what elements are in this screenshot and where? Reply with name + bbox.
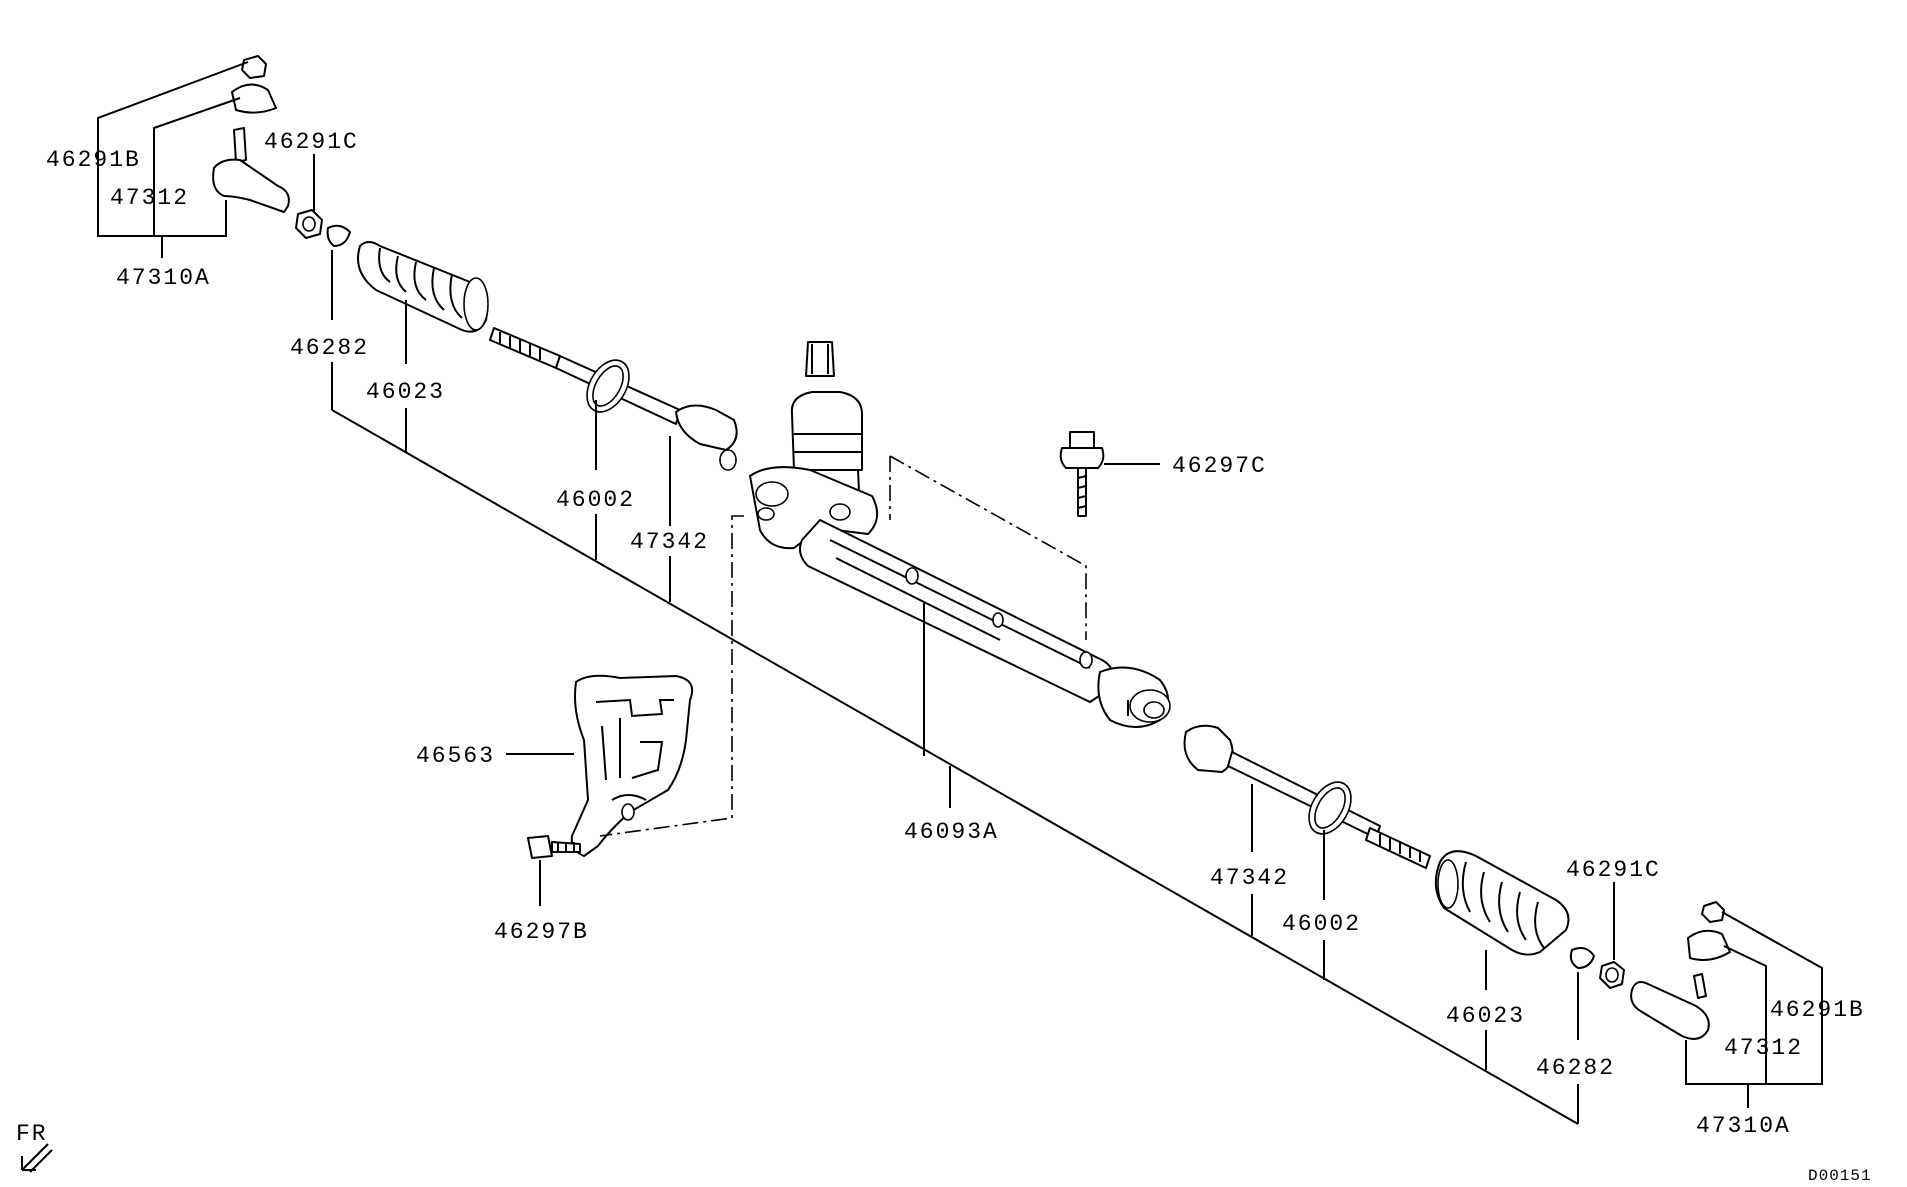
left-rack-bushing-ring[interactable] — [578, 353, 637, 419]
label-47310A-right: 47310A — [1696, 1113, 1791, 1139]
steering-gear-housing[interactable] — [749, 341, 1171, 728]
label-46002-right: 46002 — [1282, 911, 1361, 937]
left-ball-stud[interactable] — [233, 127, 247, 163]
label-46297C: 46297C — [1172, 453, 1267, 479]
label-47312-right: 47312 — [1724, 1035, 1803, 1061]
assembly-bracket-line — [331, 409, 1579, 1125]
label-47312-left: 47312 — [110, 185, 189, 211]
label-46282-right: 46282 — [1536, 1055, 1615, 1081]
right-dust-cover[interactable] — [1687, 929, 1731, 961]
label-46291C-left: 46291C — [264, 129, 359, 155]
right-lock-nut[interactable] — [1599, 961, 1625, 989]
bracket-mounting-bolt[interactable] — [527, 835, 581, 859]
front-direction-arrow-icon — [21, 1143, 53, 1173]
label-46023-right: 46023 — [1446, 1003, 1525, 1029]
left-tie-rod-end[interactable] — [212, 158, 290, 213]
label-47342-right: 47342 — [1210, 865, 1289, 891]
left-lock-nut[interactable] — [295, 209, 323, 239]
label-46093A: 46093A — [904, 819, 999, 845]
label-47342-left: 47342 — [630, 529, 709, 555]
label-47310A-left: 47310A — [116, 265, 211, 291]
right-inner-tie-rod[interactable] — [1183, 724, 1431, 869]
label-46297B: 46297B — [494, 919, 589, 945]
right-tie-rod-end-group — [1630, 901, 1823, 1108]
label-46002-left: 46002 — [556, 487, 635, 513]
left-boot-clip[interactable] — [326, 224, 351, 247]
right-tie-rod-end[interactable] — [1630, 981, 1710, 1040]
right-boot-clip[interactable] — [1569, 947, 1595, 969]
label-46282-left: 46282 — [290, 335, 369, 361]
label-46291B-left: 46291B — [46, 147, 141, 173]
label-46023-left: 46023 — [366, 379, 445, 405]
right-cap-nut[interactable] — [1701, 901, 1725, 923]
label-46563: 46563 — [416, 743, 495, 769]
left-dust-cover[interactable] — [231, 83, 277, 114]
right-ball-stud[interactable] — [1693, 973, 1707, 999]
housing-mounting-bolt-upper[interactable] — [1059, 431, 1105, 517]
left-rack-boot[interactable] — [357, 241, 489, 333]
steering-bracket-plate[interactable] — [570, 674, 694, 857]
left-tie-rod-end-group — [97, 55, 290, 258]
right-rack-bushing-ring[interactable] — [1300, 775, 1359, 841]
left-cap-nut[interactable] — [241, 55, 267, 79]
label-46291C-right: 46291C — [1566, 857, 1661, 883]
front-direction-label: FR — [16, 1121, 48, 1147]
right-rack-boot[interactable] — [1434, 850, 1570, 956]
diagram-code: D00151 — [1808, 1167, 1872, 1185]
label-46291B-right: 46291B — [1770, 997, 1865, 1023]
